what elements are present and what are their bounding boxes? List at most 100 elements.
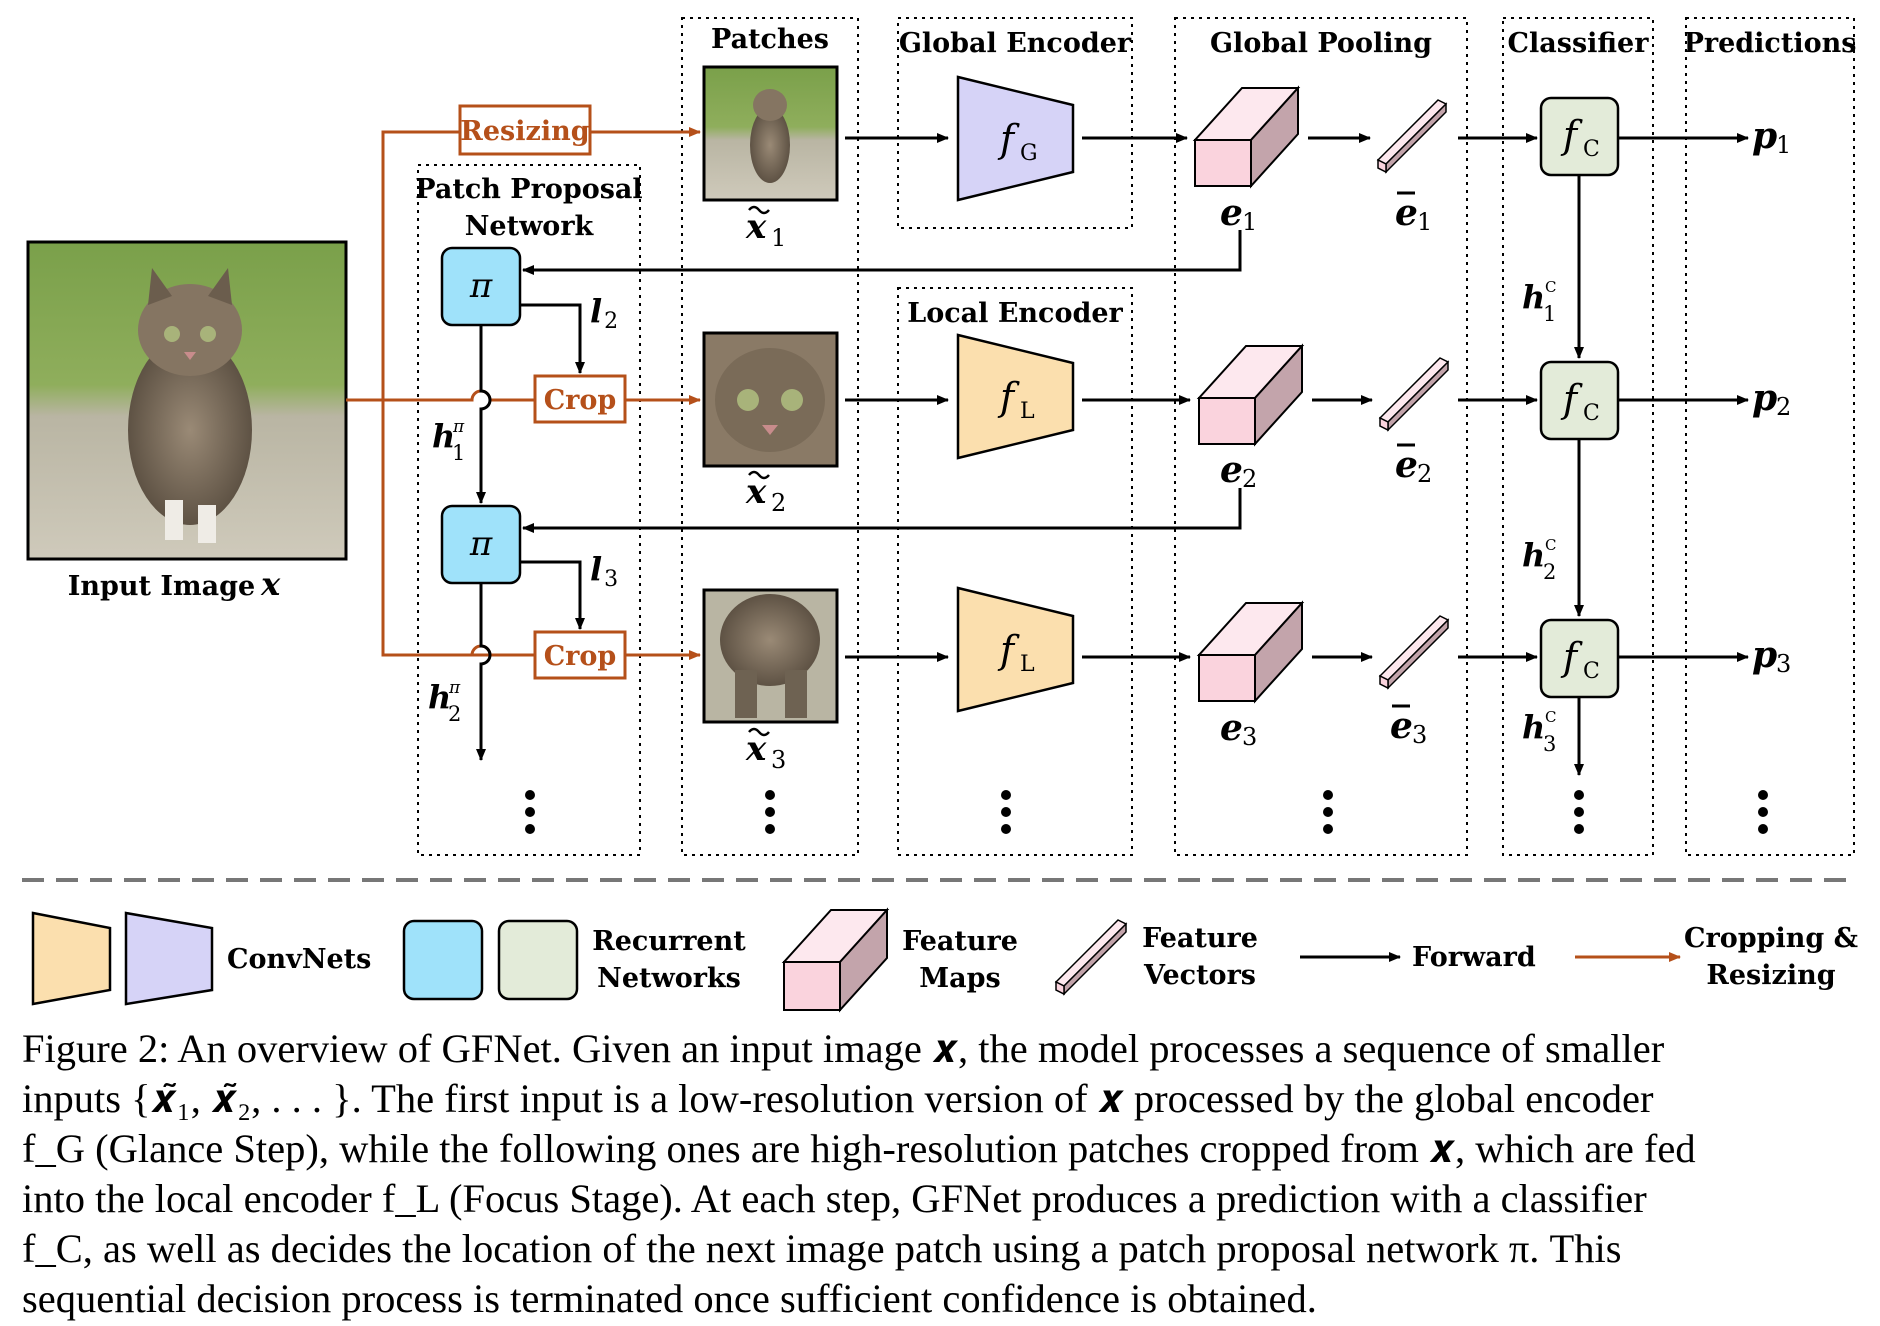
policy-network-2: π — [440, 504, 522, 585]
svg-text:2: 2 — [1543, 560, 1556, 584]
local-encoder-2: f L — [956, 586, 1075, 713]
h1-c-label: h C 1 — [1522, 278, 1556, 326]
crop-box-1: Crop — [533, 374, 627, 424]
e1-label: e 1 — [1220, 192, 1257, 236]
crop-label-1: Crop — [544, 385, 617, 416]
svg-text:2: 2 — [1242, 465, 1257, 493]
caption-line-3: f_G (Glance Step), while the following o… — [22, 1126, 1696, 1171]
patch-1 — [702, 65, 839, 202]
header-local-encoder: Local Encoder — [907, 298, 1123, 329]
h2-c-label: h C 2 — [1522, 536, 1556, 584]
svg-text:1: 1 — [452, 441, 465, 465]
svg-text:p: p — [1752, 377, 1777, 419]
crop-box-2: Crop — [533, 630, 627, 680]
svg-text:p: p — [1752, 115, 1777, 157]
e2-label: e 2 — [1220, 449, 1257, 493]
input-x-symbol: x — [260, 565, 281, 603]
svg-text:h: h — [1522, 708, 1545, 746]
svg-text:l3: l3 — [590, 550, 618, 592]
e3-label: e 3 — [1220, 707, 1257, 751]
feature-vector-1 — [1376, 99, 1448, 174]
svg-text:1: 1 — [1417, 208, 1432, 236]
svg-text:G: G — [1020, 141, 1038, 166]
e-bar-2-label: e 2 — [1395, 443, 1432, 488]
svg-text:e: e — [1220, 449, 1243, 491]
input-image — [26, 240, 348, 561]
feature-map-2 — [1196, 343, 1305, 447]
header-patches: Patches — [711, 24, 829, 55]
global-encoder: f G — [956, 75, 1075, 202]
input-label: Input Image — [68, 571, 255, 602]
svg-text:h: h — [1522, 278, 1545, 316]
svg-text:π: π — [448, 678, 461, 698]
global-pooling-section — [1174, 17, 1468, 856]
header-classifier: Classifier — [1508, 28, 1650, 59]
x-tilde-1: x 1 — [745, 205, 786, 252]
header-ppn-line1: Patch Proposal — [415, 174, 642, 205]
feature-vector-3 — [1378, 615, 1450, 690]
pi-symbol-1: π — [469, 266, 493, 306]
x-tilde-2: x 2 — [745, 470, 786, 517]
svg-text:e: e — [1220, 707, 1243, 749]
pi-symbol-2: π — [469, 524, 493, 564]
feature-map-3 — [1196, 600, 1305, 704]
h3-c-label: h C 3 — [1522, 708, 1556, 756]
svg-text:C: C — [1545, 536, 1556, 554]
svg-text:2: 2 — [1417, 460, 1432, 488]
svg-text:3: 3 — [1776, 650, 1791, 678]
svg-text:l2: l2 — [590, 292, 618, 334]
classifier-section — [1502, 17, 1654, 856]
svg-text:C: C — [1545, 278, 1556, 296]
svg-text:1: 1 — [1543, 302, 1556, 326]
svg-text:3: 3 — [771, 746, 786, 774]
e-bar-3-label: e 3 — [1390, 704, 1427, 749]
svg-text:2: 2 — [448, 702, 461, 726]
svg-text:π: π — [452, 417, 465, 437]
svg-text:L: L — [1020, 399, 1035, 424]
svg-text:x: x — [745, 472, 767, 512]
legend-convnets: ConvNets — [227, 944, 371, 975]
gfnet-diagram: Patches Global Encoder Global Pooling Cl… — [22, 17, 1858, 1013]
svg-text:1: 1 — [771, 224, 786, 252]
svg-text:C: C — [1583, 659, 1600, 684]
svg-text:x: x — [745, 207, 767, 247]
caption-line-2: inputs {𝒙̃₁, 𝒙̃₂, . . . }. The first inp… — [22, 1076, 1654, 1121]
prediction-1: p 1 — [1752, 115, 1791, 159]
svg-text:1: 1 — [1242, 208, 1257, 236]
global-encoder-section — [897, 17, 1133, 229]
continuation-dots — [525, 790, 1768, 834]
patch-2 — [702, 331, 839, 468]
svg-text:h: h — [1522, 536, 1545, 574]
svg-text:1: 1 — [1776, 131, 1791, 159]
svg-text:C: C — [1583, 401, 1600, 426]
legend-feature-vectors-2: Vectors — [1143, 960, 1256, 991]
svg-text:L: L — [1020, 652, 1035, 677]
x-tilde-3: x 3 — [745, 727, 786, 774]
prediction-3: p 3 — [1752, 634, 1791, 678]
patches-section — [681, 17, 859, 856]
svg-text:3: 3 — [1412, 721, 1427, 749]
svg-text:e: e — [1390, 705, 1413, 747]
policy-network-1: π — [440, 246, 522, 327]
l2-symbol: l — [590, 292, 602, 330]
legend-forward: Forward — [1412, 942, 1536, 973]
predictions-section — [1685, 17, 1855, 856]
legend-recurrent-1: Recurrent — [592, 926, 746, 957]
prediction-2: p 2 — [1752, 377, 1791, 421]
header-ppn-line2: Network — [465, 211, 595, 242]
patch-3 — [702, 588, 839, 724]
svg-text:3: 3 — [1543, 732, 1556, 756]
local-encoder-1: f L — [956, 333, 1075, 460]
header-global-encoder: Global Encoder — [899, 28, 1132, 59]
h2-pi-label: h π 2 — [428, 678, 461, 726]
legend-crop-resize-1: Cropping & — [1684, 923, 1858, 954]
crop-label-2: Crop — [544, 641, 617, 672]
legend-recurrent-2: Networks — [597, 963, 741, 994]
svg-text:h: h — [432, 417, 455, 455]
h1-pi-label: h π 1 — [432, 417, 465, 465]
svg-text:e: e — [1395, 192, 1418, 234]
legend-crop-resize-2: Resizing — [1706, 960, 1835, 991]
classifier-2: f C — [1539, 360, 1620, 441]
svg-text:e: e — [1395, 444, 1418, 486]
